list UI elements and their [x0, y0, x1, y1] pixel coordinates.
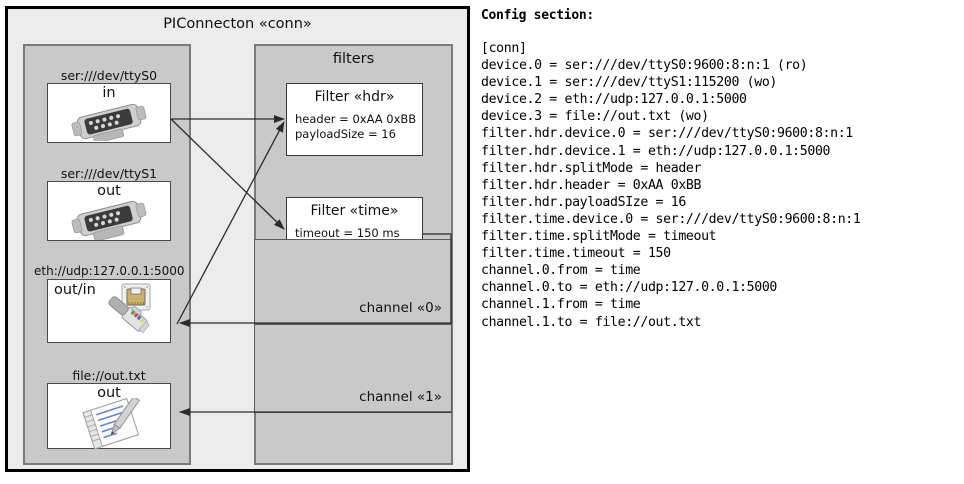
device-box[interactable]: out	[47, 383, 171, 450]
serial-connector-icon	[68, 196, 154, 244]
device-label: eth://udp:127.0.0.1:5000	[34, 264, 185, 278]
ethernet-socket-icon	[100, 282, 168, 346]
device-label: ser:///dev/ttyS1	[60, 166, 158, 181]
device-eth-udp[interactable]: eth://udp:127.0.0.1:5000 out/in	[34, 264, 185, 343]
config-section-heading: Config section:	[481, 8, 594, 23]
channel-label: channel «0»	[359, 300, 442, 316]
device-file-out[interactable]: file://out.txt out	[47, 368, 171, 450]
device-direction: out	[97, 385, 121, 401]
connector-diagram: PIConnecton «conn» ser:///dev/ttyS0 in	[5, 6, 470, 472]
filters-panel-title: filters	[332, 51, 375, 67]
device-direction: out	[97, 183, 121, 199]
device-ser-ttys1[interactable]: ser:///dev/ttyS1 out	[47, 166, 171, 244]
filter-title: Filter «time»	[310, 203, 399, 219]
document-pen-icon	[78, 395, 148, 454]
device-box[interactable]: out/in	[47, 279, 171, 343]
device-direction: in	[102, 85, 116, 101]
diagram-title: PIConnecton «conn»	[163, 16, 312, 32]
device-box[interactable]: in	[47, 83, 171, 145]
channel-0-box[interactable]: channel «0»	[254, 239, 452, 324]
filter-attribute: payloadSize = 16	[295, 127, 396, 141]
config-section-text: [conn] device.0 = ser:///dev/ttyS0:9600:…	[481, 41, 861, 330]
device-ser-ttys0[interactable]: ser:///dev/ttyS0 in	[47, 68, 171, 145]
device-label: file://out.txt	[72, 368, 146, 383]
filter-attribute: header = 0xAA 0xBB	[295, 112, 417, 126]
filter-hdr-box[interactable]: Filter «hdr» header = 0xAA 0xBB payloadS…	[286, 83, 423, 156]
channel-1-box[interactable]: channel «1»	[254, 324, 452, 413]
filter-attributes: header = 0xAA 0xBB payloadSize = 16	[295, 112, 416, 142]
device-box[interactable]: out	[47, 181, 171, 244]
device-direction: out/in	[54, 282, 96, 298]
channel-label: channel «1»	[359, 389, 442, 405]
filter-title: Filter «hdr»	[314, 89, 395, 105]
config-section: Config section: [conn] device.0 = ser://…	[481, 8, 959, 331]
serial-connector-icon	[68, 101, 154, 145]
device-label: ser:///dev/ttyS0	[60, 68, 158, 83]
devices-panel: ser:///dev/ttyS0 in	[23, 44, 191, 465]
